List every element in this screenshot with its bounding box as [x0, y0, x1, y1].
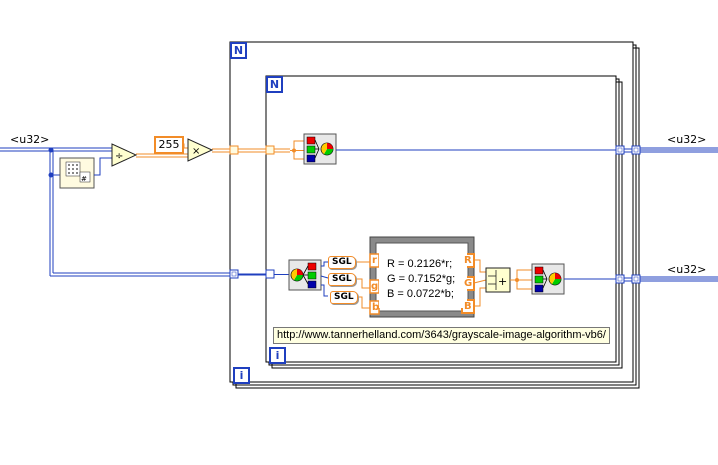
outer-loop-tunnel-out-top[interactable] — [631, 145, 641, 155]
formula-input-label-b: b — [372, 302, 380, 313]
formula-output-label-B: B — [464, 301, 472, 312]
outer-loop-tunnel-in-bottom[interactable] — [229, 269, 239, 279]
formula-input-label-r: r — [372, 255, 377, 266]
output-terminal-label-bottom: <u32> — [667, 263, 707, 276]
compound-add-node[interactable]: + — [485, 267, 511, 293]
input-terminal-label: <u32> — [10, 133, 50, 146]
inner-loop-iteration-terminal[interactable]: i — [269, 347, 286, 364]
svg-text:+: + — [498, 275, 507, 288]
numeric-wire-add-join[interactable] — [510, 269, 532, 290]
join-rgb-node-top[interactable] — [303, 133, 337, 165]
inner-loop-tunnel-in-bottom[interactable] — [265, 269, 275, 279]
inner-for-loop[interactable] — [265, 75, 623, 369]
inner-loop-tunnel-out-top[interactable] — [615, 145, 625, 155]
svg-text:#: # — [81, 175, 87, 183]
u8-wires-split-sgl[interactable] — [320, 261, 329, 297]
wire-junction-dot — [515, 278, 519, 282]
inner-loop-tunnel-out-bottom[interactable] — [615, 274, 625, 284]
u32-wire-top[interactable] — [0, 147, 289, 277]
svg-text:×: × — [192, 146, 200, 157]
outer-loop-iteration-terminal[interactable]: i — [233, 367, 250, 384]
join-rgb-node-bottom[interactable] — [531, 263, 565, 295]
inner-loop-count-terminal[interactable]: N — [266, 76, 283, 93]
divide-node[interactable]: ÷ — [111, 143, 138, 167]
wire-junction-dot — [292, 148, 296, 153]
to-sgl-node-g[interactable]: SGL — [328, 273, 356, 286]
formula-input-label-g: g — [371, 281, 379, 292]
array-size-node[interactable]: # — [59, 157, 95, 189]
formula-line-b: B = 0.0722*b; — [387, 288, 454, 300]
wire-junction-dot — [48, 172, 54, 178]
formula-line-g: G = 0.7152*g; — [387, 273, 456, 285]
to-sgl-node-b[interactable]: SGL — [330, 291, 358, 304]
formula-node-text[interactable]: R = 0.2126*r; G = 0.7152*g; B = 0.0722*b… — [379, 246, 467, 308]
url-comment-label[interactable]: http://www.tannerhelland.com/3643/graysc… — [273, 327, 610, 344]
split-rgb-node[interactable] — [288, 259, 322, 291]
outer-loop-count-terminal[interactable]: N — [230, 42, 247, 59]
formula-line-r: R = 0.2126*r; — [387, 258, 453, 270]
u32-wire-size[interactable] — [94, 157, 112, 176]
svg-text:÷: ÷ — [115, 151, 123, 162]
numeric-wire-to-split[interactable] — [212, 140, 304, 160]
inner-loop-tunnel-in-top[interactable] — [265, 145, 275, 155]
formula-output-label-G: G — [464, 278, 473, 289]
outer-loop-tunnel-out-bottom[interactable] — [631, 274, 641, 284]
multiply-node[interactable]: × — [187, 138, 214, 162]
formula-output-label-R: R — [464, 255, 472, 266]
wire-junction-dot — [48, 147, 54, 153]
output-terminal-label-top: <u32> — [667, 133, 707, 146]
numeric-wires-to-add[interactable] — [473, 259, 487, 307]
outer-loop-tunnel-in-top[interactable] — [229, 145, 239, 155]
to-sgl-node-r[interactable]: SGL — [328, 256, 356, 269]
numeric-constant-255[interactable]: 255 — [154, 136, 184, 154]
